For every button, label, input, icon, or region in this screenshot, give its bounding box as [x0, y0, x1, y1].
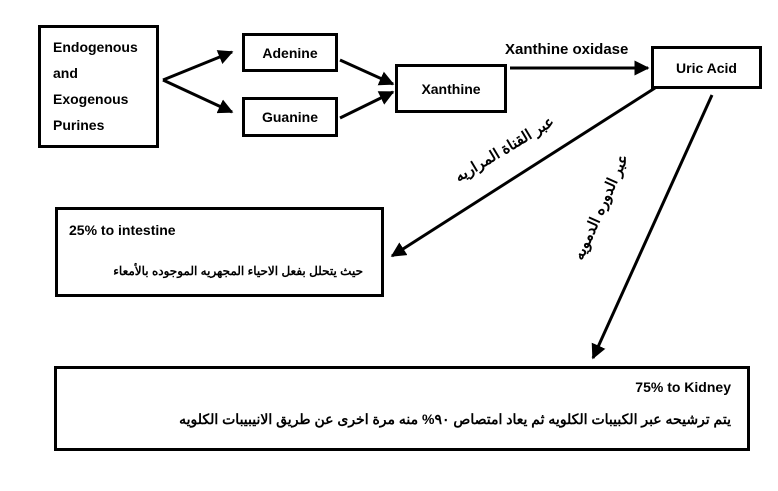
adenine-label: Adenine	[262, 44, 318, 61]
xanthine-box: Xanthine	[395, 64, 507, 113]
kidney-note: يتم ترشيحه عبر الكبيبات الكلويه ثم يعاد …	[179, 411, 731, 427]
intestine-title: 25% to intestine	[69, 222, 176, 238]
purines-box: Endogenous and Exogenous Purines	[38, 25, 159, 148]
purines-line-4: Purines	[53, 117, 105, 133]
uric-acid-label: Uric Acid	[676, 59, 737, 76]
arrow-uric-acid-to-intestine	[390, 86, 656, 258]
purines-line-1: Endogenous	[53, 39, 138, 55]
arrow-guanine-to-xanthine	[339, 90, 395, 120]
xanthine-label: Xanthine	[421, 80, 481, 97]
intestine-box: 25% to intestine حيث يتحلل بفعل الاحياء …	[55, 207, 384, 297]
purines-line-3: Exogenous	[53, 91, 129, 107]
arrow-purines-to-guanine	[162, 78, 234, 114]
uric-acid-box: Uric Acid	[651, 46, 762, 89]
arrow-adenine-to-xanthine	[339, 58, 395, 86]
guanine-box: Guanine	[242, 97, 338, 137]
adenine-box: Adenine	[242, 33, 338, 72]
arrow-uric-acid-to-kidney	[591, 94, 714, 360]
arrow-purines-to-adenine	[162, 50, 234, 82]
xanthine-oxidase-label: Xanthine oxidase	[505, 41, 629, 58]
kidney-box: 75% to Kidney يتم ترشيحه عبر الكبيبات ال…	[54, 366, 750, 451]
guanine-label: Guanine	[261, 109, 318, 125]
kidney-title: 75% to Kidney	[635, 379, 731, 395]
intestine-note: حيث يتحلل بفعل الاحياء المجهريه الموجوده…	[113, 264, 363, 278]
purines-line-2: and	[53, 65, 78, 81]
